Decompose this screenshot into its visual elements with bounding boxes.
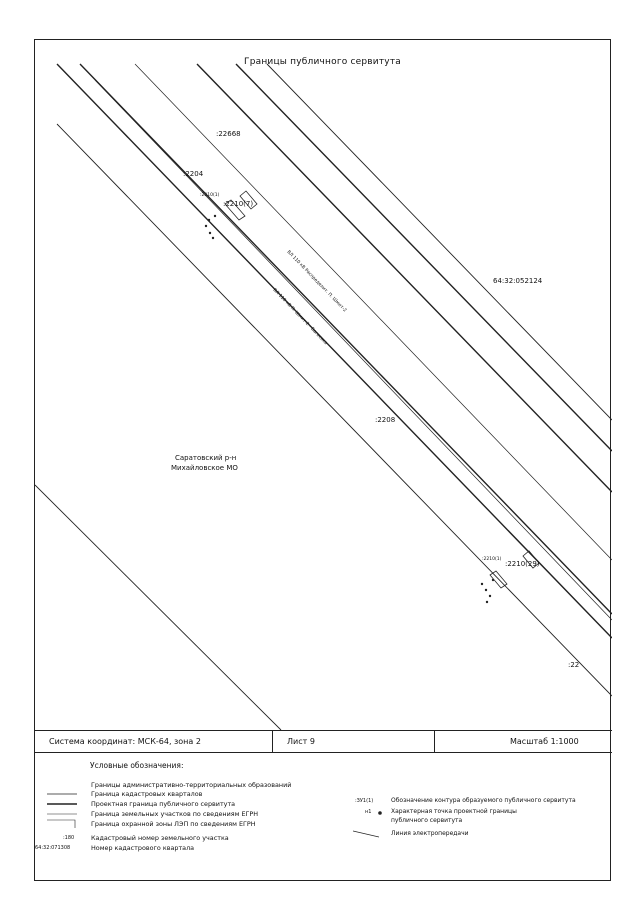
- symbol-project-border: [47, 803, 77, 805]
- symbol-parcel-number: :180: [63, 835, 75, 841]
- legend-parcel-number: Кадастровый номер земельного участка: [91, 834, 229, 842]
- map-title: Границы публичного сервитута: [244, 57, 401, 67]
- char-point: [204, 224, 208, 228]
- servitude-rect-top-2: [239, 190, 258, 210]
- scale-label: Масштаб 1:1000: [510, 737, 579, 746]
- parcel-label-2208: :2208: [375, 416, 395, 424]
- symbol-power-line: [353, 830, 379, 838]
- char-point: [211, 236, 215, 240]
- power-line-label-2: ВЛ 110 кВ П. Шмит-2 - Багаевка: [272, 287, 329, 346]
- symbol-quarter-number: 64:32:071308: [35, 845, 71, 851]
- map-canvas: :22668 :2204 :2210(1) :2210(7) 64:32:052…: [35, 63, 612, 730]
- power-line-2: [94, 79, 612, 621]
- servitude-contour-top: [224, 190, 258, 221]
- char-point: [213, 214, 217, 218]
- legend-project-border: Проектная граница публичного сервитута: [91, 800, 236, 808]
- char-point: [485, 600, 489, 604]
- divider: [434, 731, 435, 753]
- symbol-point: н1: [365, 809, 372, 815]
- char-point: [207, 218, 211, 222]
- char-points-bottom: [480, 578, 495, 604]
- power-line-label-1: ВЛ 110 кВ Распределит. П. Шмит-2: [286, 249, 348, 313]
- legend-contour-desc: Обозначение контура образуемого публично…: [391, 797, 576, 804]
- legend-cad-quarter: Граница кадастровых кварталов: [91, 790, 203, 798]
- symbol-protect-zone: [47, 819, 76, 828]
- char-point: [480, 582, 484, 586]
- char-points-top: [204, 214, 217, 240]
- contour-label-bottom: :2210(1): [482, 556, 502, 562]
- symbol-contour: :ЗУ1(1): [355, 798, 374, 804]
- legend-land-plots: Граница земельных участков по сведениям …: [91, 810, 259, 818]
- corridor-line-3: [196, 63, 612, 493]
- corridor-line-2: [79, 63, 612, 615]
- legend-power-line: Линия электропередачи: [391, 830, 469, 837]
- parcel-label-2204: :2204: [183, 170, 204, 178]
- legend-heading: Условные обозначения:: [90, 761, 184, 770]
- parcel-label-2210-7: :2210(7): [223, 200, 253, 208]
- legend-admin-border: Границы административно-территориальных …: [91, 781, 292, 789]
- power-lines: [94, 63, 612, 621]
- parcel-label-22: :22: [568, 661, 579, 669]
- district-label-2: Михайловское МО: [171, 464, 238, 472]
- district-label-1: Саратовский р-н: [175, 454, 236, 462]
- corridor-lines: [35, 63, 612, 730]
- divider: [272, 731, 273, 753]
- legend-char-point-1: Характерная точка проектной границы: [391, 808, 517, 815]
- parcel-label-2210-29: :2210(29): [505, 560, 540, 568]
- parcel-label-22668: :22668: [216, 130, 241, 138]
- symbol-cad-quarter: [47, 793, 77, 795]
- drawing-sheet: Границы публичного сервитута: [34, 39, 612, 881]
- servitude-rect-top-1: [224, 199, 246, 221]
- servitude-rect-bottom-1: [489, 570, 508, 589]
- contour-label-top: :2210(1): [200, 192, 220, 198]
- legend-char-point-2: публичного сервитута: [391, 817, 463, 824]
- sheet-number: Лист 9: [287, 737, 315, 746]
- info-row: Система координат: МСК-64, зона 2 Лист 9…: [35, 730, 612, 753]
- corridor-line-5: [266, 63, 612, 421]
- legend-quarter-number: Номер кадастрового квартала: [91, 844, 195, 852]
- corridor-line-6: [56, 123, 612, 697]
- corridor-line-7: [35, 484, 282, 730]
- cad-block-label: 64:32:052124: [493, 277, 543, 285]
- corridor-line-4: [235, 63, 612, 452]
- symbol-land-plots: [47, 813, 77, 815]
- servitude-rect-bottom-2: [522, 550, 540, 569]
- servitude-contour-bottom: [489, 550, 540, 589]
- corridor-line-1: [56, 63, 612, 639]
- legend: Условные обозначения: Границы администра…: [35, 753, 612, 881]
- power-line-1: [134, 63, 612, 561]
- coords-system: Система координат: МСК-64, зона 2: [49, 737, 201, 746]
- symbol-point-dot: [378, 811, 382, 815]
- char-point: [484, 588, 488, 592]
- char-point: [208, 231, 212, 235]
- char-point: [488, 594, 492, 598]
- char-point: [491, 578, 495, 582]
- legend-protect-zone: Граница охранной зоны ЛЭП по сведениям Е…: [91, 820, 256, 828]
